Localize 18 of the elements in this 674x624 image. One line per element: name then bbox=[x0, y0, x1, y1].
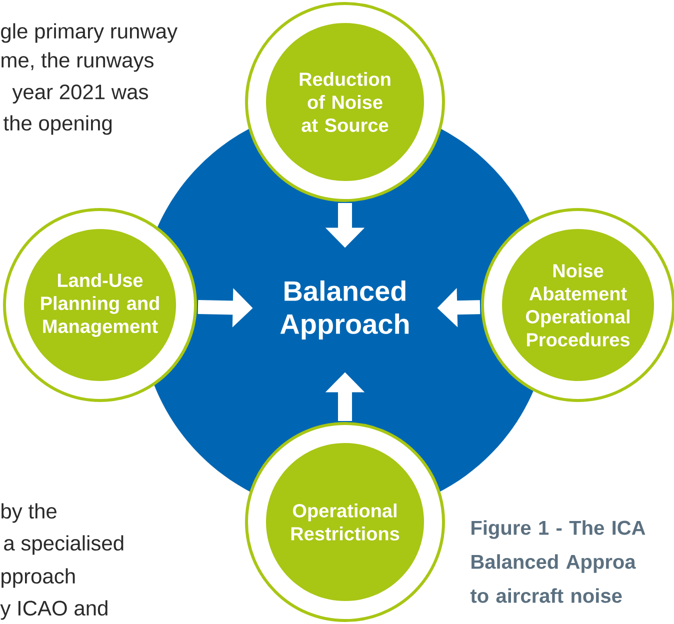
circle-node: Noise Abatement Operational Procedures bbox=[481, 208, 674, 402]
node-label: Reduction of Noise at Source bbox=[300, 72, 390, 132]
body-text: the opening bbox=[4, 115, 112, 135]
figure-caption: Figure 1 - The ICA Balanced Approa to aircraft noise bbox=[470, 520, 646, 603]
body-text: y ICAO and bbox=[0, 600, 108, 620]
node-label: Noise Abatement Operational Procedures bbox=[526, 264, 630, 346]
node-label: Operational Restrictions bbox=[291, 504, 400, 540]
body-text: by the bbox=[2, 503, 56, 523]
body-text: pproach bbox=[2, 568, 75, 588]
circle-node: Operational Restrictions bbox=[245, 422, 445, 622]
circle-node: Land-Use Planning and Management bbox=[3, 208, 197, 402]
node-label: Land-Use Planning and Management bbox=[41, 273, 159, 337]
body-text: me, the runways bbox=[2, 52, 154, 72]
circle-node: Reduction of Noise at Source bbox=[245, 2, 445, 202]
body-text: a specialised bbox=[4, 535, 124, 555]
body-text: gle primary runway bbox=[1, 23, 178, 43]
body-text: year 2021 was bbox=[12, 84, 148, 104]
center-title: Balanced Approach bbox=[280, 280, 409, 340]
